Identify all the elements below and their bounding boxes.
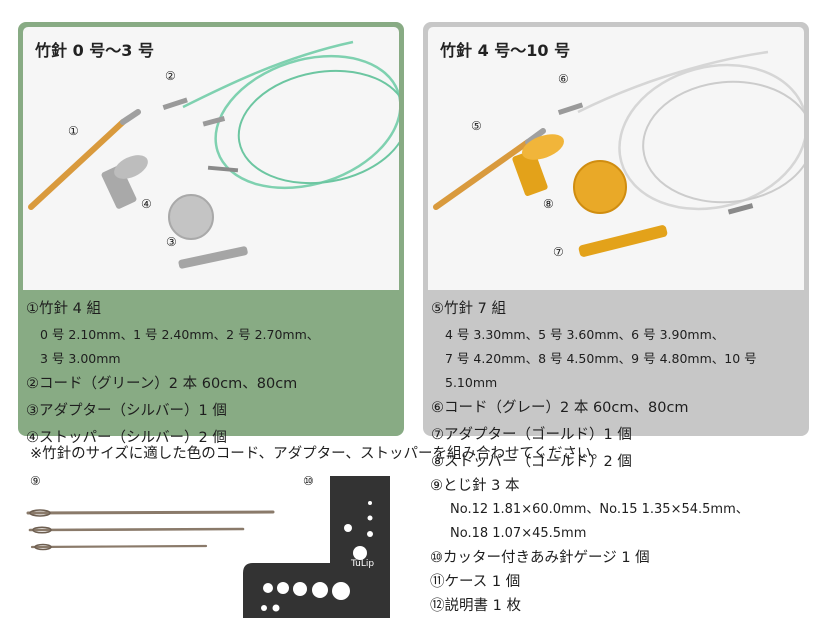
bottom-product-photo: TuLip ⑨ ⑩ [18, 468, 418, 628]
right-panel-title: 竹針 4 号〜10 号 [440, 41, 571, 60]
right-panel: 竹針 4 号〜10 号 ⑤ ⑥ ⑦ ⑧ ⑤竹針 7 組 4 号 3.30mm、5… [423, 22, 809, 470]
list-item: ⑥コード（グレー）2 本 60cm、80cm [431, 400, 689, 416]
list-item: No.18 1.07×45.5mm [450, 526, 587, 541]
left-item-list: ①竹針 4 組 0 号 2.10mm、1 号 2.40mm、2 号 2.70mm… [26, 296, 319, 452]
right-product-photo: 竹針 4 号〜10 号 ⑤ ⑥ ⑦ ⑧ [428, 27, 804, 290]
label-4: ④ [141, 197, 152, 211]
list-item: ⑫説明書 1 枚 [430, 598, 521, 614]
list-item: No.12 1.81×60.0mm、No.15 1.35×54.5mm、 [450, 502, 749, 517]
list-item: ④ストッパー（シルバー）2 個 [26, 430, 227, 446]
combination-note: ※竹針のサイズに適した色のコード、アダプター、ストッパーを組み合わせてください。 [30, 446, 607, 462]
right-photo-illustration [433, 50, 804, 257]
list-item: ⑩カッター付きあみ針ゲージ 1 個 [430, 550, 650, 566]
list-item: 4 号 3.30mm、5 号 3.60mm、6 号 3.90mm、 [445, 327, 725, 342]
label-9: ⑨ [30, 474, 41, 488]
list-item: ⑤竹針 7 組 [431, 301, 506, 317]
list-item: ②コード（グリーン）2 本 60cm、80cm [26, 376, 298, 392]
label-7: ⑦ [553, 245, 564, 259]
label-1: ① [68, 124, 79, 138]
list-item: ①竹針 4 組 [26, 301, 101, 317]
list-item: 3 号 3.00mm [40, 351, 121, 366]
gauge-brand-logo: TuLip [350, 559, 374, 569]
list-item: ③アダプター（シルバー）1 個 [26, 403, 227, 419]
label-3: ③ [166, 235, 177, 249]
label-10: ⑩ [303, 474, 314, 488]
list-item: 0 号 2.10mm、1 号 2.40mm、2 号 2.70mm、 [40, 327, 320, 342]
label-6: ⑥ [558, 72, 569, 86]
label-2: ② [165, 69, 176, 83]
bottom-item-list: ⑨とじ針 3 本 No.12 1.81×60.0mm、No.15 1.35×54… [430, 474, 749, 618]
right-item-list: ⑤竹針 7 組 4 号 3.30mm、5 号 3.60mm、6 号 3.90mm… [431, 296, 809, 476]
left-panel-title: 竹針 0 号〜3 号 [35, 41, 154, 60]
list-item: ⑧ストッパー（ゴールド）2 個 [431, 454, 632, 470]
list-item: ⑨とじ針 3 本 [430, 478, 520, 494]
list-item: ⑪ケース 1 個 [430, 574, 521, 590]
label-8: ⑧ [543, 197, 554, 211]
list-item: 7 号 4.20mm、8 号 4.50mm、9 号 4.80mm、10 号 5.… [445, 351, 757, 390]
left-product-photo: 竹針 0 号〜3 号 ① ② ③ ④ [23, 27, 399, 290]
needles-and-gauge-illustration: TuLip [26, 476, 390, 618]
list-item: ⑦アダプター（ゴールド）1 個 [431, 427, 632, 443]
label-5: ⑤ [471, 119, 482, 133]
left-photo-illustration [28, 40, 399, 269]
left-panel: 竹針 0 号〜3 号 ① ② ③ ④ ①竹針 4 組 0 号 2.10mm、1 … [18, 22, 404, 446]
